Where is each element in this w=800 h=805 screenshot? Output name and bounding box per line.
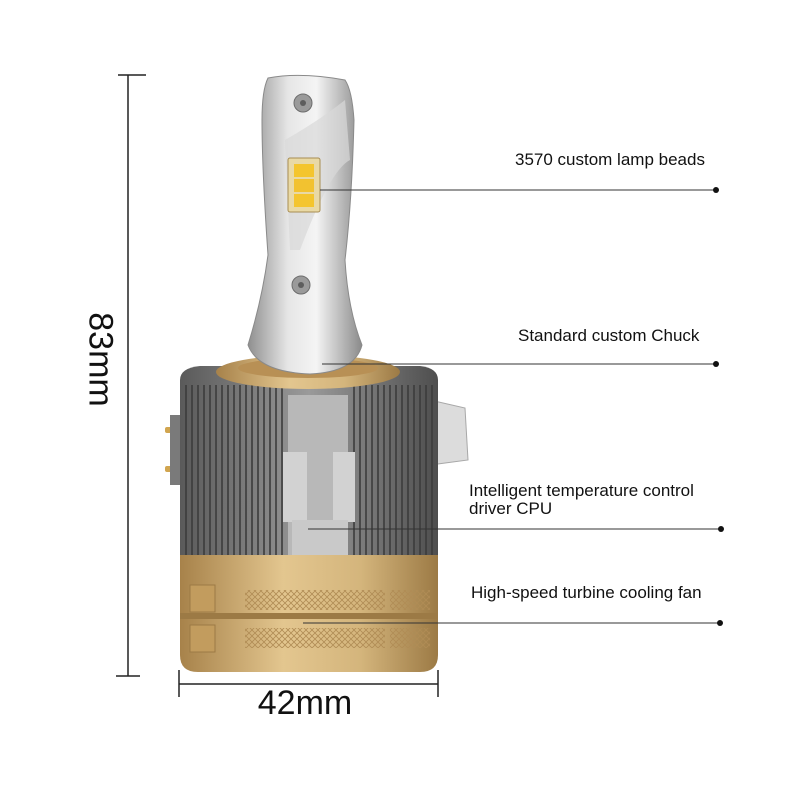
height-dimension-label: 83mm	[81, 312, 120, 407]
callout-dot	[717, 620, 723, 626]
callout-dots	[713, 187, 724, 626]
callout-lamp-beads: 3570 custom lamp beads	[515, 150, 705, 169]
callout-driver-line1: Intelligent temperature control	[469, 481, 694, 500]
width-dimension-label: 42mm	[257, 684, 353, 722]
callout-chuck: Standard custom Chuck	[518, 326, 700, 345]
callout-dot	[713, 187, 719, 193]
gold-base	[180, 555, 438, 672]
height-dimension	[116, 74, 146, 677]
callout-dot	[718, 526, 724, 532]
callout-dot	[713, 361, 719, 367]
callout-driver-line2: driver CPU	[469, 499, 553, 518]
callout-cooling-fan: High-speed turbine cooling fan	[471, 583, 702, 602]
connector-pins	[165, 415, 180, 485]
heatsink	[180, 366, 438, 590]
led-chip	[287, 157, 321, 213]
width-dimension	[178, 670, 439, 697]
callout-lines	[303, 189, 720, 624]
